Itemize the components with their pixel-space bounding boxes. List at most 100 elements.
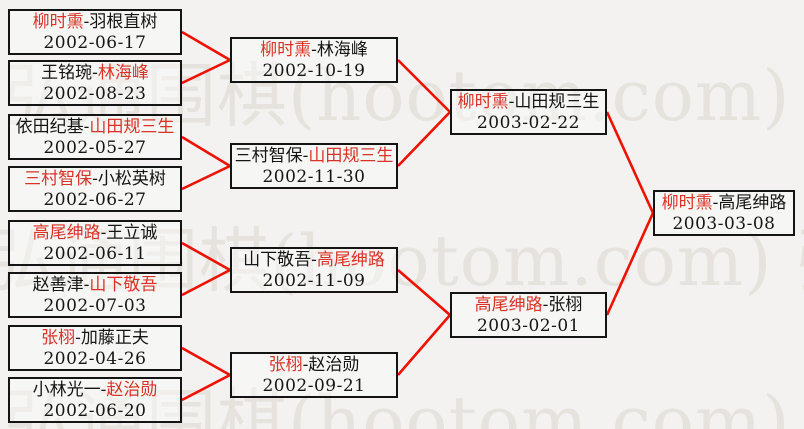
match-date: 2002-06-11 [43,244,147,264]
match-players: 三村智保-山田规三生 [232,146,396,167]
player2-name: 赵治勋 [106,380,158,400]
separator-dash: - [75,328,81,348]
match-players: 高尾绅路-王立诚 [10,223,180,244]
separator-dash: - [542,295,549,315]
player1-name: 柳时熏 [661,193,713,213]
match-date: 2002-06-20 [43,401,147,421]
player1-name: 张栩 [268,355,303,375]
separator-dash: - [100,223,107,243]
match-date: 2003-03-08 [672,214,776,234]
connector-line [181,164,231,191]
player2-name: 山下敬吾 [89,275,158,295]
match-players: 柳时熏-山田规三生 [452,92,605,113]
player1-name: 张栩 [41,328,76,348]
match-date: 2002-08-23 [43,84,147,104]
match-players: 张栩-加藤正夫 [10,328,180,349]
player1-name: 柳时熏 [32,12,84,32]
watermark-text: 弘通围棋(hootom.com) 弘通围棋(hootom.com) 弘通围棋(h… [0,220,804,302]
connector-line [397,269,451,316]
match-date: 2002-11-30 [262,167,366,187]
connector-line [181,30,231,62]
player2-name: 山田规三生 [308,146,394,166]
player2-name: 王立诚 [106,223,158,243]
separator-dash: - [712,193,719,213]
separator-dash: - [508,92,515,112]
player2-name: 山田规三生 [514,92,600,112]
separator-dash: - [100,380,107,400]
player2-name: 羽根直树 [89,12,158,32]
match-date: 2003-02-22 [476,113,580,133]
player1-name: 高尾绅路 [32,223,101,243]
player1-name: 柳时熏 [260,40,312,60]
player2-name: 赵治勋 [308,355,360,375]
separator-dash: - [311,40,317,60]
match-date: 2002-07-03 [43,296,147,316]
separator-dash: - [83,12,90,32]
player1-name: 依田纪基 [15,117,84,137]
separator-dash: - [83,117,90,137]
player1-name: 三村智保 [234,146,303,166]
watermark-text: 弘通围棋(hootom.com) 弘通围棋(hootom.com) 弘通围棋(h… [4,55,804,137]
match-date: 2002-11-09 [262,271,366,291]
connector-line [605,212,655,316]
separator-dash: - [92,63,98,83]
match-players: 柳时熏-高尾绅路 [655,193,793,214]
connector-line [605,111,655,214]
connector-line [397,111,451,167]
connector-line [181,241,231,272]
match-players: 赵善津-山下敬吾 [10,275,180,296]
player1-name: 小林光一 [32,380,101,400]
match-date: 2002-04-26 [43,349,147,369]
connector-line [397,314,451,376]
match-players: 张栩-赵治勋 [232,355,396,376]
connector-line [181,268,231,297]
separator-dash: - [92,169,98,189]
match-players: 高尾绅路-张栩 [452,295,605,316]
player1-name: 三村智保 [24,169,93,189]
separator-dash: - [311,250,317,270]
match-date: 2002-09-21 [262,376,366,396]
match-date: 2002-06-27 [43,190,147,210]
player2-name: 林海峰 [97,63,149,83]
player1-name: 赵善津 [32,275,84,295]
separator-dash: - [83,275,90,295]
connector-line [181,373,231,402]
match-players: 依田纪基-山田规三生 [10,117,180,138]
match-players: 王铭琬-林海峰 [10,63,180,84]
player2-name: 林海峰 [316,40,368,60]
connector-line [181,135,231,168]
player1-name: 王铭琬 [41,63,93,83]
match-date: 2002-05-27 [43,138,147,158]
match-players: 柳时熏-林海峰 [232,40,396,61]
player2-name: 山田规三生 [89,117,175,137]
player2-name: 高尾绅路 [316,250,385,270]
match-players: 柳时熏-羽根直树 [10,12,180,33]
match-players: 三村智保-小松英树 [10,169,180,190]
connector-line [397,59,451,113]
match-players: 小林光一-赵治勋 [10,380,180,401]
connector-line [181,346,231,377]
match-date: 2002-06-17 [43,33,147,53]
separator-dash: - [302,355,309,375]
match-date: 2003-02-01 [476,316,580,336]
match-players: 山下敬吾-高尾绅路 [232,250,396,271]
separator-dash: - [302,146,309,166]
